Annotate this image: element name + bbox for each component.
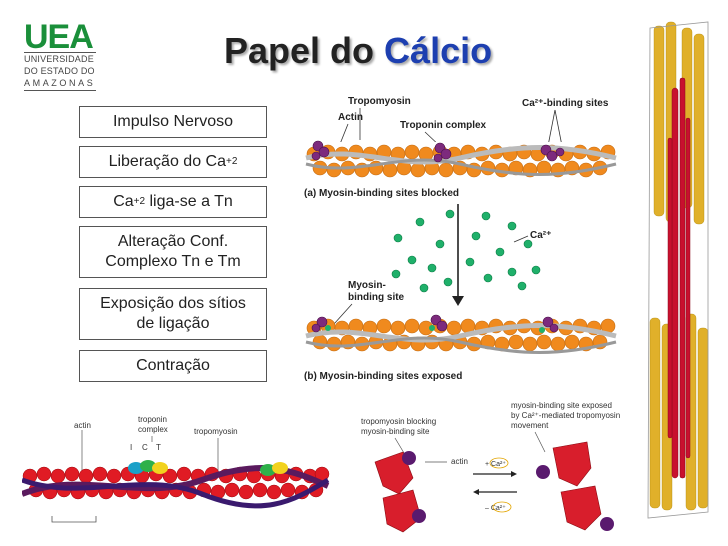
label-tropomyosin-bl: tropomyosin: [194, 427, 238, 436]
thin-filament-figure: actin troponin complex tropomyosin I C T: [22, 415, 330, 523]
step-4-line1: Alteração Conf.: [117, 233, 229, 250]
logo-line-2: DO ESTADO DO: [24, 66, 95, 76]
caption-blocked: (a) Myosin-binding sites blocked: [304, 188, 459, 199]
step-contracao: Contração: [79, 350, 267, 382]
step-exposicao: Exposição dos sítios de ligação: [79, 288, 267, 340]
label-block-2: myosin-binding site: [361, 427, 430, 436]
step-6-text: Contração: [136, 357, 210, 374]
title-main: Papel do: [224, 30, 375, 71]
label-tropomyosin: Tropomyosin: [348, 96, 411, 107]
backward-arrow-head: [473, 489, 479, 495]
label-actin-bl: actin: [74, 421, 91, 430]
caption-exposed: (b) Myosin-binding sites exposed: [304, 371, 462, 382]
title-accent: Cálcio: [384, 30, 493, 71]
calcium-ions: [391, 209, 541, 293]
step-3-sup: +2: [133, 196, 146, 207]
label-plus-ca: + Ca²⁺: [485, 461, 506, 468]
label-ca: Ca²⁺: [530, 230, 551, 241]
step-5-line2: de ligação: [136, 315, 210, 332]
label-troponin-bl-2: complex: [138, 425, 168, 434]
label-exposed-1: myosin-binding site exposed: [511, 401, 612, 410]
filament-bl: [22, 460, 330, 509]
page-title: Papel do Cálcio: [224, 30, 492, 72]
step-5-line1: Exposição dos sítios: [100, 295, 246, 312]
label-block-1: tropomyosin blocking: [361, 417, 436, 426]
label-ca-binding-sites: Ca²⁺-binding sites: [522, 98, 609, 109]
label-t: T: [156, 443, 161, 452]
sarcomere-illustration: [647, 21, 709, 519]
logo-line-3: AMAZONAS: [24, 78, 96, 88]
label-c: C: [142, 443, 148, 452]
logo-rule: [24, 52, 96, 53]
down-arrow-head: [452, 296, 464, 306]
logo-rule-bottom: [24, 90, 96, 91]
step-4-line2: Complexo Tn e Tm: [105, 253, 241, 270]
myosin-head-exposed: [536, 441, 614, 531]
step-2-sup: +2: [226, 156, 238, 167]
step-3-text: liga-se a Tn: [145, 193, 233, 210]
tropomyosin-movement-figure: tropomyosin blocking myosin-binding site…: [361, 401, 620, 533]
actin-filament-exposed: [305, 314, 617, 354]
label-troponin-complex: Troponin complex: [400, 120, 487, 131]
label-exposed-3: movement: [511, 421, 549, 430]
troponin-complex-bl: [128, 460, 288, 476]
myosin-head-blocked: [374, 451, 426, 533]
step-1-text: Impulso Nervoso: [112, 113, 234, 130]
step-alteracao: Alteração Conf. Complexo Tn e Tm: [79, 226, 267, 278]
label-actin: Actin: [338, 112, 363, 123]
logo-line-1: UNIVERSIDADE: [24, 54, 94, 64]
label-actin-br: actin: [451, 457, 468, 466]
label-minus-ca: – Ca²⁺: [485, 505, 506, 512]
step-liga: Ca+2 liga-se a Tn: [79, 186, 267, 218]
step-impulso: Impulso Nervoso: [79, 106, 267, 138]
label-troponin-bl-1: troponin: [138, 415, 167, 424]
step-2-text: Liberação do Ca: [108, 153, 226, 170]
actin-filament-blocked: [305, 140, 617, 182]
logo-mark: UEA: [24, 18, 94, 56]
label-exposed-2: by Ca²⁺-mediated tropomyosin: [511, 411, 620, 420]
label-i: I: [130, 443, 132, 452]
forward-arrow-head: [511, 471, 517, 477]
calcium-mechanism-figure: Tropomyosin Actin Troponin complex Ca²⁺-…: [304, 96, 617, 382]
step-3-pre: Ca: [113, 193, 134, 210]
label-myosin-site-2: binding site: [348, 292, 405, 303]
label-myosin-site-1: Myosin-: [348, 280, 386, 291]
step-liberacao: Liberação do Ca+2: [79, 146, 267, 178]
